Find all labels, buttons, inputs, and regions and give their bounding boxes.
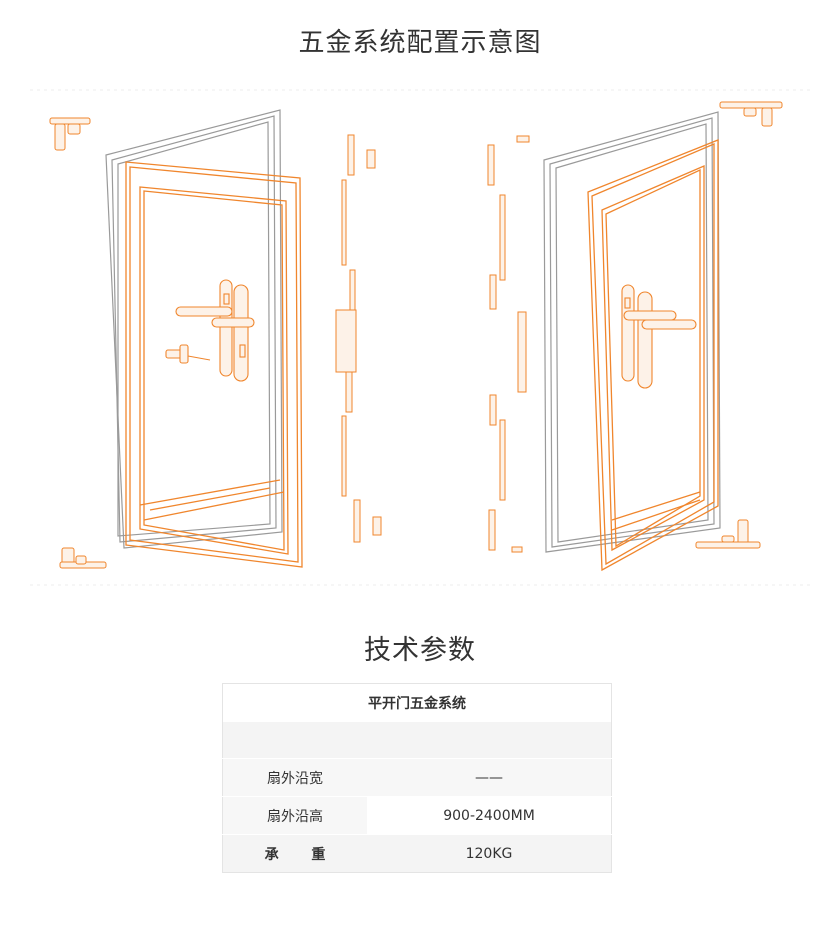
spec-table-blank-row [222, 722, 612, 759]
spec-value: —— [367, 758, 612, 797]
hardware-diagram [30, 89, 810, 586]
diagram-title: 五金系统配置示意图 [298, 28, 542, 58]
right-door-handle [621, 284, 697, 389]
right-door-frame [543, 111, 721, 553]
spec-label: 扇外沿宽 [222, 758, 367, 797]
left-door-frame [105, 109, 283, 549]
right-top-hinge-icon [719, 101, 783, 127]
spec-label: 承 重 [222, 834, 367, 873]
right-door-sash [587, 139, 719, 572]
left-door-handle [165, 279, 255, 382]
left-top-hinge-icon [49, 117, 91, 151]
right-lock-strip [487, 135, 530, 553]
right-bottom-hinge-icon [695, 519, 761, 549]
left-bottom-hinge-icon [59, 547, 107, 569]
spec-value: 900-2400MM [367, 796, 612, 835]
spec-label: 扇外沿高 [222, 796, 367, 835]
table-row: 扇外沿宽 —— [222, 758, 612, 797]
left-lock-strip [335, 134, 382, 543]
table-row: 承 重 120KG [222, 834, 612, 873]
spec-table: 平开门五金系统 扇外沿宽 —— 扇外沿高 900-2400MM 承 重 120K… [222, 683, 612, 873]
spec-table-header: 平开门五金系统 [368, 696, 466, 712]
spec-value: 120KG [367, 834, 612, 873]
left-door-illustration [49, 109, 303, 569]
spec-title: 技术参数 [364, 635, 476, 666]
left-door-sash [125, 161, 303, 568]
right-door-illustration [543, 101, 783, 572]
table-row: 扇外沿高 900-2400MM [222, 796, 612, 835]
